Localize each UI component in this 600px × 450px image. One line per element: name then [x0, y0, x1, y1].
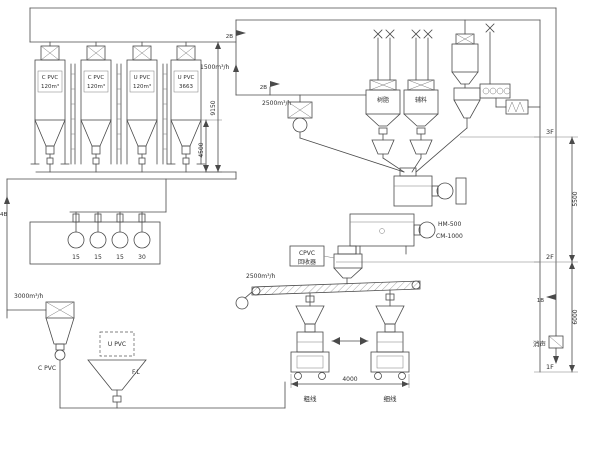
resin-label: 树脂	[377, 96, 389, 104]
silo-ladders	[70, 63, 168, 165]
rotary-valve	[54, 349, 66, 361]
hot-mixer-model: HM-500	[438, 221, 461, 228]
floor-3f-label: 3F	[546, 128, 554, 136]
silo-3: U PVC 120m³	[126, 41, 158, 173]
screw-conveyor: 2500m³/h	[235, 273, 421, 310]
silo-2: C PVC 120m³	[80, 41, 112, 173]
blower-2: 15	[89, 211, 107, 261]
inline-feeder	[287, 94, 313, 139]
hot-mixer: HM-500 CM-1000	[393, 167, 467, 240]
hopper-material-label: U PVC	[108, 341, 126, 348]
floor-2f-label: 2F	[546, 253, 554, 261]
line-fine-label: 细线	[384, 394, 398, 403]
silo-label: C PVC	[88, 75, 105, 81]
packing-station-coarse: 粗线	[290, 305, 330, 403]
shuttle-arrow	[331, 337, 369, 345]
packer-span-dimension: 4000	[290, 374, 410, 388]
blower-pack	[479, 83, 511, 99]
silencer-unit: 1B 消声	[533, 294, 564, 364]
silo-1: C PVC 120m³	[30, 41, 70, 173]
silo-label: C PVC	[42, 75, 59, 81]
recycle-label-2: 回收器	[298, 258, 316, 266]
overhead-pipelines: 2B 1500m³/h	[29, 7, 557, 373]
pipe-tag-2b-mid: 2B	[260, 85, 267, 91]
collector-material-label: C PVC	[38, 365, 56, 372]
blower-power: 15	[94, 254, 102, 261]
flow-arrow-up	[4, 196, 10, 204]
pipe-tag-flag	[546, 294, 556, 300]
batch-feed-chutes	[299, 127, 468, 173]
cooling-mixer	[349, 213, 436, 255]
cpvc-recycle-hopper: CPVC 回收器	[289, 245, 363, 285]
motor-icon	[436, 182, 454, 200]
floor-level-label: F.L	[132, 369, 140, 376]
day-bin-additive: 辅料	[403, 79, 439, 141]
blower-4: 30	[133, 211, 151, 261]
blower-station: 15 15 15 30	[29, 178, 167, 265]
additive-label: 辅料	[415, 96, 427, 104]
conveyor-drive	[235, 296, 249, 310]
silo-label: U PVC	[134, 75, 151, 81]
pipe-tag-4b: 4B	[0, 212, 7, 218]
blower-1: 15	[67, 211, 85, 261]
flow-label-1500: 1500m³/h	[200, 64, 230, 71]
bag-filter-stacks	[373, 23, 495, 85]
silo-capacity: 120m³	[133, 83, 151, 90]
discharge-manifolds: 4B	[0, 171, 237, 319]
blower-power: 15	[116, 254, 124, 261]
silo-capacity: 3663	[179, 84, 193, 90]
blower-3: 15	[111, 211, 129, 261]
silencer-label: 消声	[533, 339, 547, 348]
line-coarse-label: 粗线	[304, 394, 318, 403]
blower-power: 30	[138, 254, 146, 261]
dim-9150: 9150	[210, 100, 217, 115]
silo-label: U PVC	[178, 75, 195, 81]
top-right-silo	[451, 19, 479, 89]
silo-capacity: 120m³	[87, 83, 105, 90]
pipe-tag-flag	[270, 81, 280, 87]
vent-filter	[495, 97, 541, 115]
flow-label-2500-top: 2500m³/h	[262, 100, 292, 107]
dust-collector: 3000m³/h C PVC	[14, 293, 75, 409]
pipe-tag-2b-top: 2B	[226, 34, 233, 40]
weigh-hoppers	[371, 139, 433, 159]
dim-6000: 6000	[572, 309, 579, 324]
upvc-recycle-hopper: U PVC F.L	[87, 331, 147, 409]
floor-1f-label: 1F	[546, 363, 554, 371]
recycle-return-line	[59, 381, 286, 409]
flow-label-3000: 3000m³/h	[14, 293, 44, 300]
day-bin-resin: 树脂	[365, 79, 401, 141]
convey-line-2500: 2B 2500m³/h	[235, 81, 367, 139]
silo-capacity: 120m³	[41, 83, 59, 90]
silo-4: U PVC 3663	[166, 41, 206, 173]
floor-markers: 3F 2F 1F 5500 6000	[534, 128, 579, 373]
flow-arrow-down	[553, 356, 559, 364]
cyclone-separator	[453, 87, 481, 129]
packer-feed-drops	[305, 289, 395, 307]
dim-5500: 5500	[572, 191, 579, 206]
cool-mixer-model: CM-1000	[436, 233, 463, 240]
pipe-tag-flag	[236, 30, 246, 36]
recycle-label-1: CPVC	[299, 250, 315, 257]
flow-arrow-up	[233, 64, 239, 72]
silo-dimensions: 4500 9150	[198, 41, 222, 173]
pipe-tag-1b: 1B	[537, 298, 544, 304]
motor-icon	[418, 221, 436, 239]
packing-station-fine: 细线	[370, 305, 410, 403]
dim-4000: 4000	[342, 376, 357, 383]
blower-power: 15	[72, 254, 80, 261]
flow-label-2500-screw: 2500m³/h	[246, 273, 276, 280]
dim-4500: 4500	[198, 142, 205, 157]
